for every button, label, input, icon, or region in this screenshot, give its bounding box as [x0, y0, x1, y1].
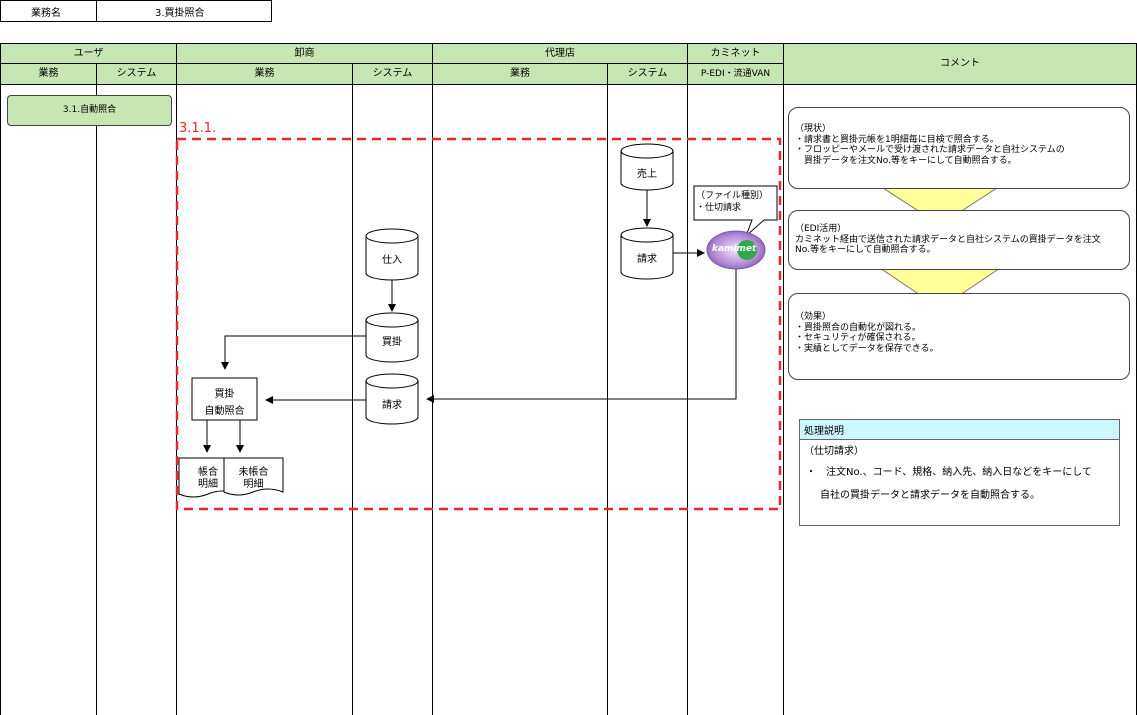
comment-edi: （EDI活用） カミネット経由で送信された請求データと自社システムの買掛データを…: [788, 210, 1130, 270]
label-doc2-line2: 明細: [243, 479, 264, 490]
label-doc2-line1: 未帳合: [238, 467, 269, 478]
description-line2: 自社の買掛データと請求データを自動照合する。: [820, 490, 1040, 501]
label-auto-match-2: 自動照合: [204, 406, 245, 417]
label-kaikake: 買掛: [382, 337, 402, 348]
description-header: 処理説明: [800, 420, 1119, 440]
process-auto-match: 3.1.自動照合: [7, 95, 172, 126]
comment-effect: （効果） ・買掛照合の自動化が図れる。 ・セキュリティが確保される。 ・実績とし…: [788, 293, 1130, 380]
cylinder-seikyu-wholesale: [365, 373, 419, 425]
description-line1: ・ 注文No.、コード、規格、納入先、納入日などをキーにして: [806, 467, 1092, 478]
kaminet-logo-text: kamimet: [712, 244, 757, 254]
label-doc1-line1: 帳合: [198, 467, 218, 478]
sub-header-kaminet-van: P-EDI・流通VAN: [687, 63, 784, 85]
cylinder-seikyu-agent: [620, 227, 674, 280]
callout-line1: （ファイル種別）: [696, 191, 769, 201]
label-uriage: 売上: [637, 169, 657, 180]
arrow-kaminet-seikyu: [426, 269, 737, 403]
cylinder-kaikake: [365, 312, 419, 363]
label-doc1-line2: 明細: [198, 479, 218, 490]
label-shiire: 仕入: [382, 255, 402, 266]
label-seikyu-wholesale: 請求: [382, 400, 402, 411]
document-michoai: [223, 457, 284, 496]
description-box: 処理説明 （仕切請求） ・ 注文No.、コード、規格、納入先、納入日などをキーに…: [799, 419, 1120, 526]
label-seikyu-agent: 請求: [637, 254, 657, 265]
section-boundary: [175, 137, 782, 511]
sub-header-user-work: 業務: [0, 63, 97, 85]
comment-current: （現状） ・請求書と買掛元帳を1明細毎に目検で照合する。 ・フロッピーやメールで…: [788, 107, 1130, 189]
callout-box: [693, 185, 778, 237]
yellow-arrow-2: [878, 267, 1002, 296]
description-subtitle: （仕切請求）: [804, 446, 864, 457]
callout-line2: ・仕切請求: [696, 203, 742, 213]
arrow-kaikake-automatch: [221, 335, 366, 370]
comment-header: コメント: [783, 43, 1137, 85]
section-label: 3.1.1.: [179, 121, 217, 136]
sub-header-agent-work: 業務: [432, 63, 608, 85]
label-auto-match-1: 買掛: [214, 389, 235, 400]
yellow-arrow-1: [878, 185, 1002, 213]
cylinder-uriage: [620, 143, 674, 191]
title-value: 3.買掛照合: [96, 0, 272, 22]
auto-match-box: [191, 377, 258, 421]
